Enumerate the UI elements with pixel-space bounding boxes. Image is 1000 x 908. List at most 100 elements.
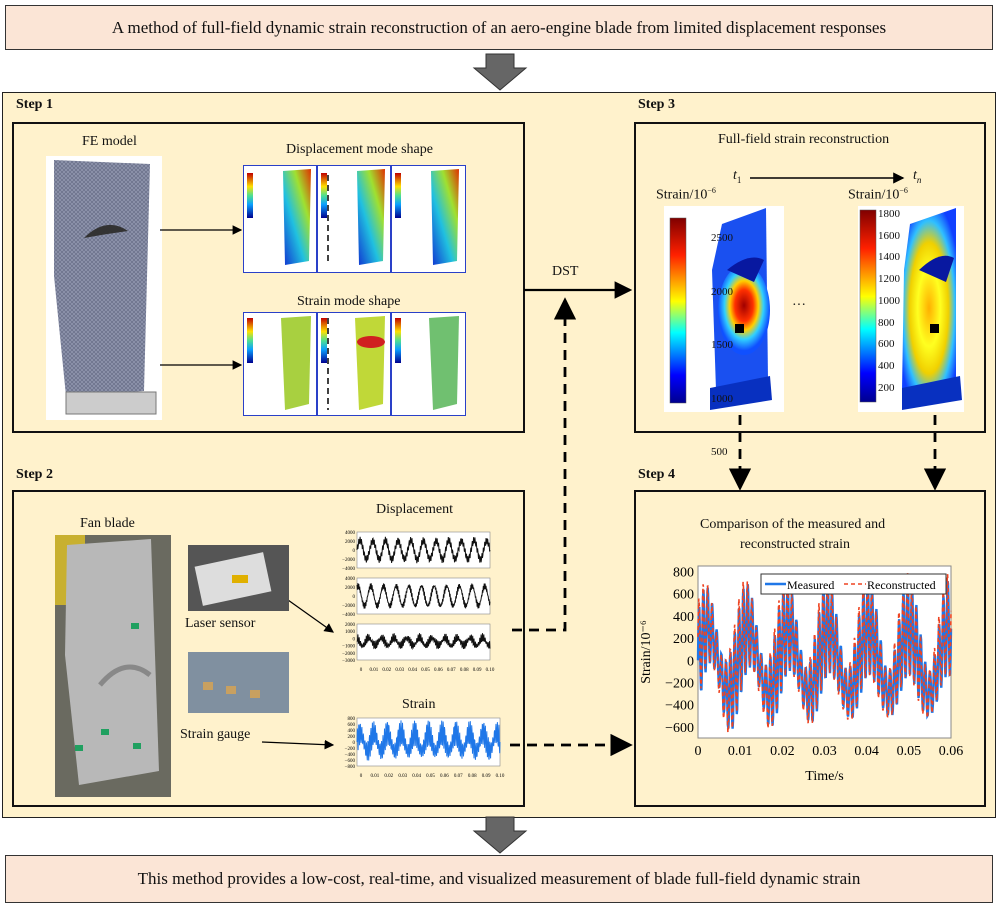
title-banner: A method of full-field dynamic strain re… bbox=[5, 5, 993, 50]
legend-measured-label: Measured bbox=[787, 578, 834, 592]
displacement-line bbox=[356, 536, 491, 564]
x-tick-label: 0.02 bbox=[382, 668, 391, 673]
step4-box bbox=[634, 490, 986, 807]
x-tick-label: 0.07 bbox=[447, 668, 456, 673]
x-tick-label: 0 bbox=[360, 774, 363, 779]
displacement-mode-title: Displacement mode shape bbox=[286, 142, 433, 157]
y-tick-label: −400 bbox=[665, 699, 694, 714]
x-tick-label: 0.03 bbox=[395, 668, 404, 673]
y-tick-label: 4000 bbox=[345, 531, 356, 536]
y-tick-label: −2000 bbox=[342, 652, 355, 657]
x-tick-label: 0.05 bbox=[421, 668, 430, 673]
y-tick-label: −3000 bbox=[342, 659, 355, 664]
strain-title: Strain bbox=[402, 697, 436, 712]
y-tick-label: −200 bbox=[345, 747, 356, 752]
y-tick-label: 800 bbox=[348, 717, 356, 722]
step2-box bbox=[12, 490, 525, 807]
y-tick-label: 0 bbox=[353, 741, 356, 746]
y-tick-label: 200 bbox=[348, 735, 356, 740]
displacement-line bbox=[356, 633, 491, 651]
t1-label: t1 bbox=[733, 168, 742, 185]
y-tick-label: 400 bbox=[673, 610, 694, 625]
y-tick-label: −4000 bbox=[342, 613, 355, 618]
fe-blade-image bbox=[46, 156, 162, 420]
y-tick-label: 600 bbox=[348, 723, 356, 728]
step3-title: Full-field strain reconstruction bbox=[718, 132, 890, 147]
colorbar2-label: Strain/10−6 bbox=[848, 186, 908, 203]
x-tick-label: 0.09 bbox=[482, 774, 491, 779]
x-tick-label: 0.01 bbox=[371, 774, 380, 779]
fan-blade-photo bbox=[55, 535, 171, 797]
y-axis-label: Strain/10⁻⁶ bbox=[639, 620, 654, 684]
x-tick-label: 0.10 bbox=[486, 668, 495, 673]
y-tick-label: −400 bbox=[345, 753, 356, 758]
colorbar1-label: Strain/10−6 bbox=[656, 186, 716, 203]
y-tick-label: 4000 bbox=[345, 577, 356, 582]
y-tick-label: 2000 bbox=[345, 623, 356, 628]
y-tick-label: 800 bbox=[673, 566, 694, 581]
fe-model-label: FE model bbox=[82, 134, 137, 149]
y-tick-label: 0 bbox=[687, 654, 694, 669]
laser-sensor-photo bbox=[188, 545, 289, 611]
x-axis-label: Time/s bbox=[805, 769, 843, 784]
x-tick-label: 0.01 bbox=[370, 668, 379, 673]
y-tick-label: 600 bbox=[673, 588, 694, 603]
y-tick-label: −600 bbox=[665, 721, 694, 736]
step4-title-1: Comparison of the measured and bbox=[700, 517, 886, 532]
strain-mode-images bbox=[243, 312, 466, 416]
step1-label: Step 1 bbox=[16, 97, 53, 112]
displacement-line bbox=[356, 583, 491, 609]
step3-box bbox=[634, 122, 986, 433]
x-tick-label: 0.05 bbox=[897, 744, 922, 759]
legend-reconstructed-label: Reconstructed bbox=[867, 578, 936, 592]
step4-title-2: reconstructed strain bbox=[740, 537, 851, 552]
x-tick-label: 0.10 bbox=[496, 774, 505, 779]
footer-banner: This method provides a low-cost, real-ti… bbox=[5, 855, 993, 903]
y-tick-label: 200 bbox=[673, 632, 694, 647]
y-tick-label: −2000 bbox=[342, 558, 355, 563]
x-tick-label: 0.05 bbox=[426, 774, 435, 779]
down-arrow-icon bbox=[472, 816, 528, 854]
x-tick-label: 0.02 bbox=[384, 774, 393, 779]
dst-label: DST bbox=[552, 264, 579, 279]
x-tick-label: 0.04 bbox=[854, 744, 879, 759]
y-tick-label: −600 bbox=[345, 759, 356, 764]
tn-label: tn bbox=[913, 168, 922, 185]
y-tick-label: −2000 bbox=[342, 604, 355, 609]
strain-gauge-label: Strain gauge bbox=[180, 727, 251, 742]
displacement-mode-images bbox=[243, 165, 466, 273]
y-tick-label: −200 bbox=[665, 677, 694, 692]
step2-label: Step 2 bbox=[16, 467, 53, 482]
y-tick-label: −800 bbox=[345, 765, 356, 770]
fan-blade-label: Fan blade bbox=[80, 516, 135, 531]
x-tick-label: 0.06 bbox=[939, 744, 964, 759]
x-tick-label: 0.08 bbox=[468, 774, 477, 779]
y-tick-label: 0 bbox=[353, 595, 356, 600]
x-tick-label: 0.06 bbox=[440, 774, 449, 779]
y-tick-label: 0 bbox=[353, 549, 356, 554]
displacement-panel bbox=[356, 577, 491, 615]
x-tick-label: 0.03 bbox=[398, 774, 407, 779]
strain-gauge-photo bbox=[188, 652, 289, 713]
y-tick-label: 2000 bbox=[345, 586, 356, 591]
footer-text: This method provides a low-cost, real-ti… bbox=[137, 869, 861, 888]
x-tick-label: 0 bbox=[695, 744, 702, 759]
x-tick-label: 0.08 bbox=[460, 668, 469, 673]
y-tick-label: 1000 bbox=[345, 630, 356, 635]
x-tick-label: 0.02 bbox=[770, 744, 795, 759]
step4-label: Step 4 bbox=[638, 467, 675, 482]
y-tick-label: 2000 bbox=[345, 540, 356, 545]
step3-label: Step 3 bbox=[638, 97, 675, 112]
strain-line bbox=[356, 720, 501, 761]
x-tick-label: 0.04 bbox=[412, 774, 421, 779]
strain-mode-title: Strain mode shape bbox=[297, 294, 401, 309]
y-tick-label: −1000 bbox=[342, 645, 355, 650]
x-tick-label: 0.04 bbox=[408, 668, 417, 673]
x-tick-label: 0.07 bbox=[454, 774, 463, 779]
x-tick-label: 0.09 bbox=[473, 668, 482, 673]
title-text: A method of full-field dynamic strain re… bbox=[111, 17, 887, 37]
ellipsis: ··· bbox=[792, 298, 806, 313]
